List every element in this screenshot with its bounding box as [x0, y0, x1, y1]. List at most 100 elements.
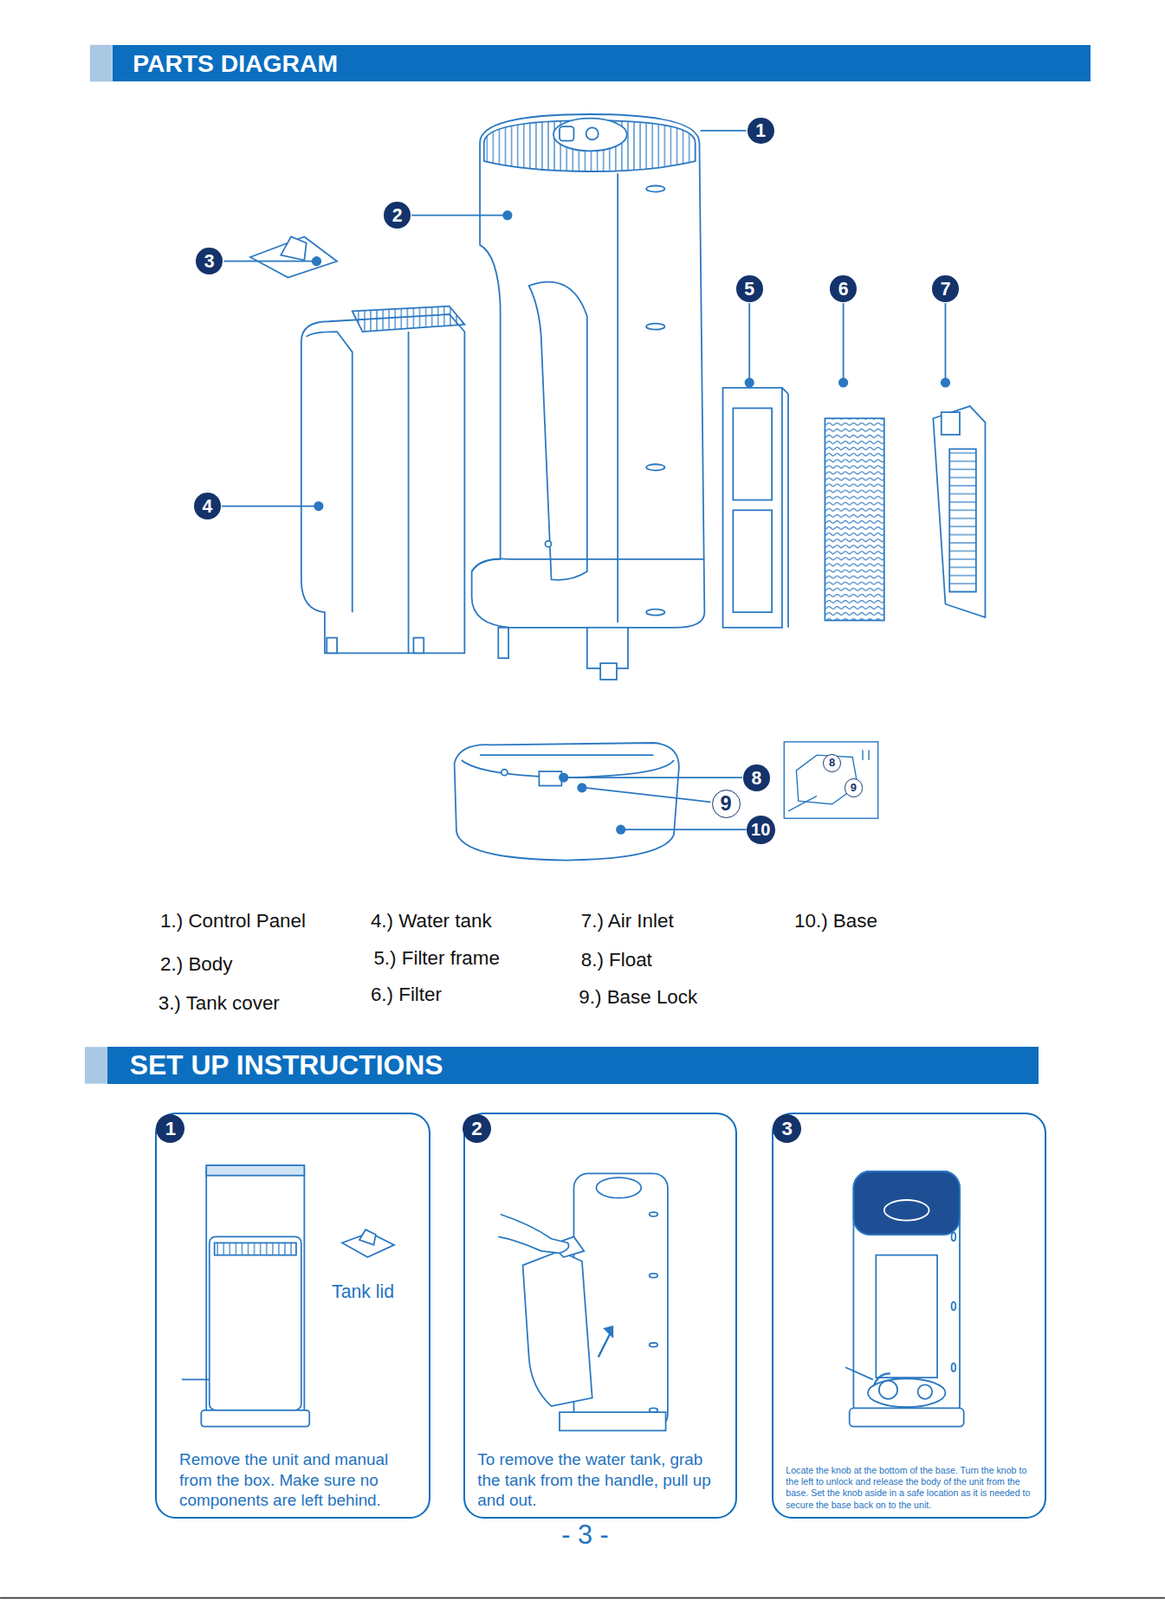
body-drawing [586, 127, 599, 140]
page-number: - 3 - [561, 1519, 609, 1552]
panel-two-drawing [604, 1326, 613, 1338]
leader-line [223, 260, 314, 263]
leader-line [616, 825, 625, 834]
panel-one-drawing [181, 1165, 395, 1428]
body-drawing [587, 627, 628, 669]
callout-circle: 6 [829, 275, 857, 303]
panel-two-drawing [498, 1173, 668, 1431]
panel-three-drawing [951, 1364, 957, 1373]
body-drawing [498, 627, 509, 659]
callout-circle: 9 [711, 789, 741, 819]
base-drawing [479, 754, 654, 757]
panel-three-drawing [845, 1367, 874, 1380]
callout-number: 9 [850, 783, 857, 795]
callout-circle: 1 [747, 117, 775, 145]
water-tank-drawing [326, 638, 337, 654]
panel-one-drawing [214, 1243, 297, 1256]
callout-number: 9 [720, 794, 732, 816]
panel-one-drawing [359, 1229, 376, 1246]
air-inlet-drawing [932, 406, 985, 618]
body-drawing [544, 541, 551, 548]
step-text: Locate the knob at the bottom of the bas… [785, 1465, 1037, 1512]
callout-number: 7 [940, 279, 952, 298]
leader-line [584, 788, 711, 803]
part-name: 5.) Filter frame [373, 947, 499, 971]
part-name: 2.) Body [160, 953, 233, 978]
air-inlet-drawing [949, 449, 977, 593]
part-name: 4.) Water tank [370, 910, 492, 934]
panel-two-drawing [649, 1343, 658, 1348]
water-tank-drawing [407, 331, 410, 654]
leader-line [623, 828, 746, 831]
base-drawing [454, 743, 680, 861]
part-name: 1.) Control Panel [160, 910, 306, 934]
air-inlet-drawing [932, 406, 985, 618]
body-drawing [529, 282, 588, 581]
filter-frame-drawing [787, 394, 790, 628]
panel-three-drawing [867, 1378, 946, 1408]
header-accent [84, 45, 113, 1085]
leader-line [221, 130, 950, 835]
panel-one-drawing [200, 1410, 310, 1428]
callout-number: 3 [782, 1119, 793, 1140]
callout-circle: 8 [822, 754, 842, 773]
leader-line [312, 257, 321, 266]
leader-line [566, 776, 743, 779]
tank-cover-drawing [250, 236, 337, 278]
callout-circle: 3 [772, 1114, 802, 1144]
filter-frame-drawing [723, 388, 783, 628]
panel-two-drawing [595, 1177, 641, 1199]
leader-line [314, 502, 323, 511]
inset-drawing [783, 742, 878, 819]
water-tank-drawing [352, 306, 466, 332]
inset-drawing [783, 742, 878, 819]
tank-cover-drawing [250, 236, 337, 278]
step-panel: Locate the knob at the bottom of the bas… [771, 1113, 1047, 1520]
body-drawing [472, 558, 706, 572]
water-tank-drawing [301, 314, 466, 654]
callout-circle: 9 [844, 778, 863, 797]
panel-two-drawing [523, 1251, 593, 1407]
callout-number: 10 [750, 821, 771, 839]
callout-number: 1 [755, 121, 766, 140]
base-drawing [538, 771, 562, 787]
body-drawing [559, 126, 575, 142]
callout-number: 3 [204, 252, 215, 271]
panel-two-drawing [649, 1212, 658, 1217]
leader-line [842, 303, 845, 380]
panel-one-drawing [209, 1236, 302, 1411]
body-drawing [600, 663, 617, 680]
callout-circle: 10 [746, 815, 776, 845]
water-tank-drawing [413, 638, 424, 654]
body-drawing [646, 323, 665, 331]
section-title: PARTS DIAGRAM [132, 49, 338, 78]
leader-line [503, 211, 512, 220]
inset-drawing [867, 750, 869, 761]
callout-number: 5 [744, 279, 755, 298]
header-accent [90, 45, 113, 82]
panel-three-drawing [845, 1171, 965, 1428]
tank-cover-drawing [280, 236, 306, 260]
panel-three-drawing [875, 1255, 938, 1379]
callout-circle: 2 [383, 201, 411, 229]
section-header: PARTS DIAGRAM [112, 45, 1091, 82]
water-tank-drawing [301, 306, 466, 654]
step-text: To remove the water tank, grab the tank … [477, 1449, 724, 1512]
leader-line [744, 378, 753, 387]
panel-one-drawing [206, 1165, 305, 1177]
leader-line [411, 214, 505, 217]
body-drawing [616, 173, 619, 623]
part-name: 10.) Base [794, 910, 878, 934]
part-label: Tank lid [331, 1281, 395, 1303]
page-rule [0, 1598, 1165, 1599]
leader-line [700, 129, 747, 132]
leader-line [559, 773, 568, 782]
panel-three-drawing [853, 1171, 960, 1423]
part-name: 9.) Base Lock [578, 986, 698, 1010]
panel-three-drawing [873, 1373, 891, 1386]
leader-line [944, 303, 947, 380]
callout-number: 2 [392, 206, 403, 225]
panel-three-drawing [884, 1200, 930, 1222]
callout-number: 8 [828, 757, 835, 770]
